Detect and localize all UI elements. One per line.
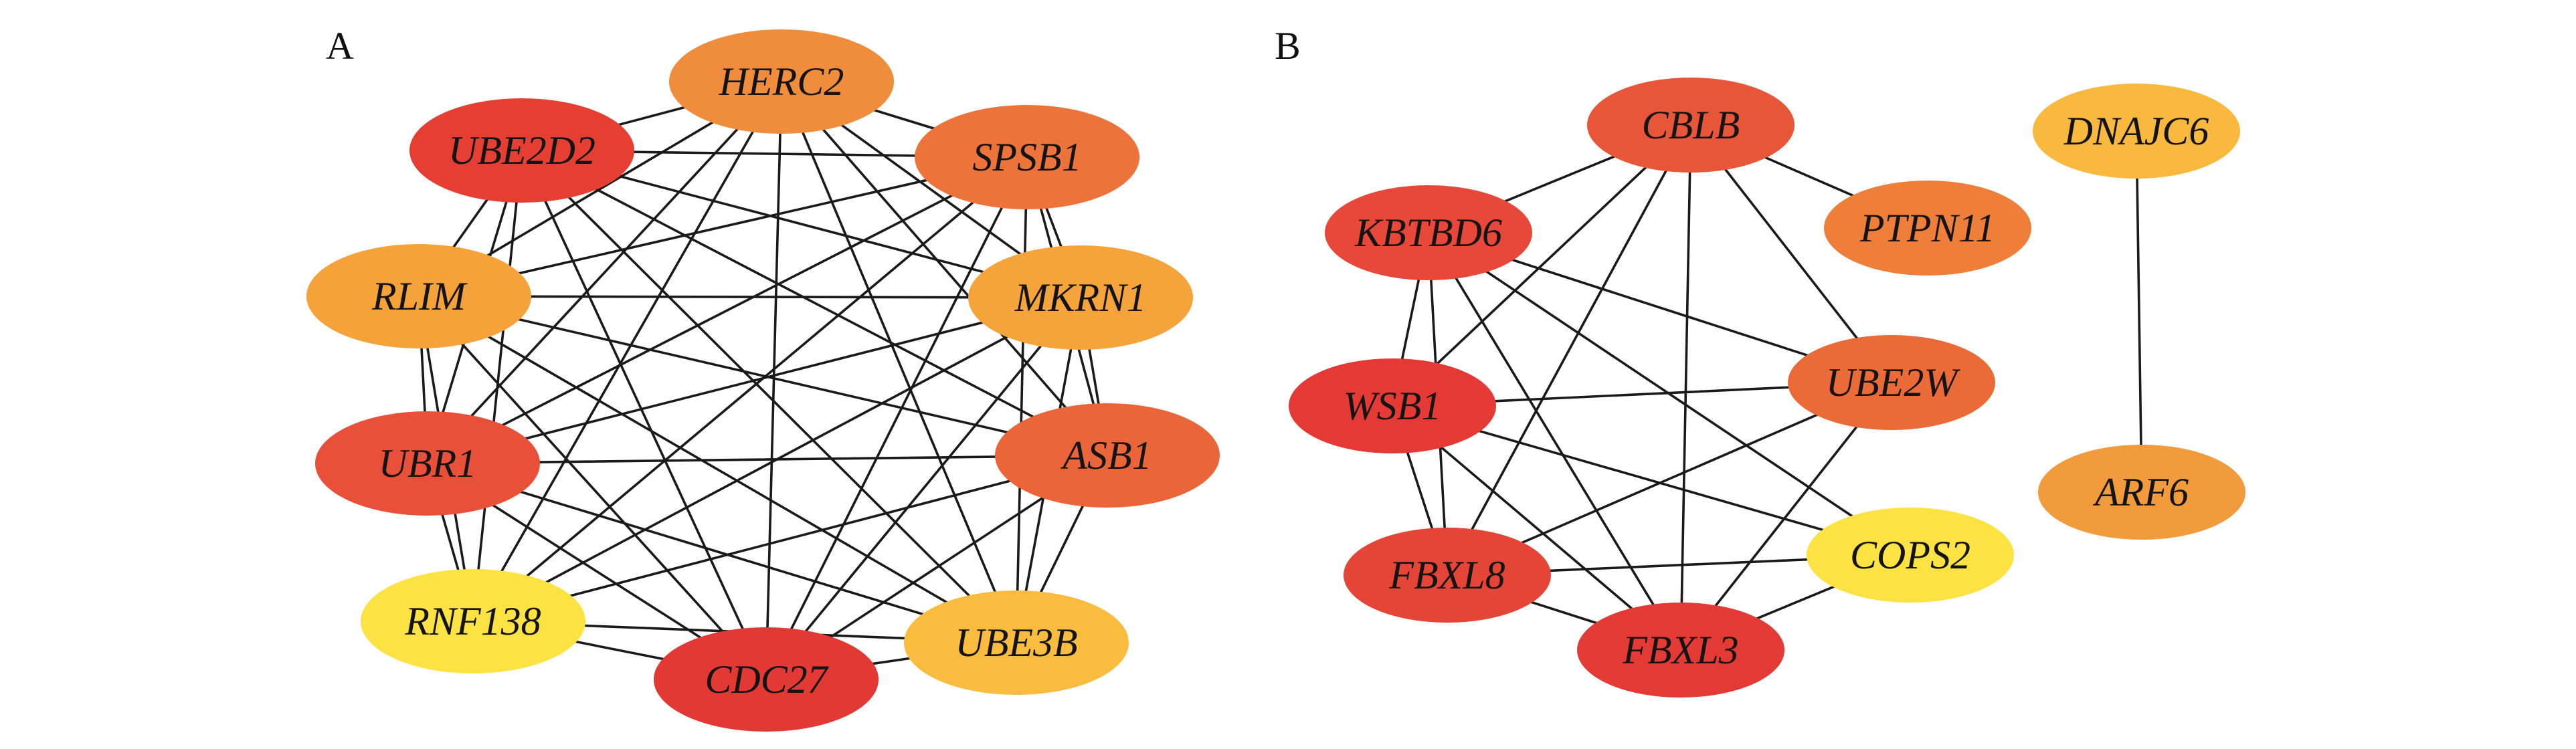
node-label: RLIM: [371, 274, 468, 318]
edge-ube2d2-rnf138: [472, 149, 523, 623]
node-ellipse: [1325, 185, 1532, 280]
node-fbxl3: FBXL3: [1577, 603, 1784, 698]
node-label: UBE2W: [1826, 360, 1961, 405]
edge-ubr1-ube3b: [426, 462, 1018, 644]
edge-rlim-cdc27: [418, 295, 767, 681]
node-rnf138: RNF138: [361, 569, 585, 673]
node-ellipse: [2033, 84, 2240, 179]
node-label: ASB1: [1060, 433, 1152, 477]
node-kbtbd6: KBTBD6: [1325, 185, 1532, 280]
node-cblb: CBLB: [1587, 78, 1795, 173]
node-label: MKRN1: [1014, 276, 1147, 320]
node-ube2w: UBE2W: [1788, 335, 1995, 430]
node-ellipse: [968, 245, 1193, 350]
node-ellipse: [1824, 181, 2031, 276]
node-ellipse: [654, 627, 879, 732]
edge-herc2-rnf138: [472, 80, 783, 623]
edge-ube2d2-ube3b: [521, 149, 1018, 644]
edge-spsb1-rnf138: [472, 156, 1028, 623]
node-label: SPSB1: [972, 135, 1081, 179]
node-ellipse: [1289, 358, 1496, 453]
node-label: CDC27: [705, 657, 829, 702]
node-mkrn1: MKRN1: [968, 245, 1193, 350]
edge-cblb-wsb1: [1391, 124, 1692, 407]
node-label: DNAJC6: [2063, 109, 2209, 153]
node-label: PTPN11: [1859, 206, 1995, 250]
node-cdc27: CDC27: [654, 627, 879, 732]
edge-ube2d2-asb1: [521, 149, 1109, 457]
node-ellipse: [915, 105, 1139, 209]
node-label: HERC2: [719, 60, 844, 104]
node-spsb1: SPSB1: [915, 105, 1139, 209]
node-ellipse: [2038, 445, 2245, 540]
edge-herc2-asb1: [780, 80, 1109, 457]
node-label: RNF138: [404, 599, 541, 643]
node-label: UBR1: [379, 441, 477, 486]
edge-mkrn1-ubr1: [426, 296, 1082, 465]
edge-cblb-fbxl8: [1446, 124, 1692, 576]
node-wsb1: WSB1: [1289, 358, 1496, 453]
node-ellipse: [306, 244, 531, 348]
node-ellipse: [409, 98, 634, 203]
edge-herc2-cdc27: [765, 80, 783, 681]
edge-asb1-rnf138: [472, 454, 1109, 623]
edge-spsb1-ubr1: [426, 156, 1028, 465]
edge-kbtbd6-fbxl3: [1427, 231, 1682, 651]
node-herc2: HERC2: [669, 29, 894, 134]
node-ellipse: [315, 411, 540, 516]
node-label: KBTBD6: [1354, 211, 1502, 255]
node-ellipse: [995, 403, 1220, 508]
node-ellipse: [1577, 603, 1784, 698]
node-ellipse: [904, 591, 1129, 695]
edge-ube2d2-cdc27: [521, 149, 767, 681]
node-label: FBXL8: [1388, 553, 1505, 597]
node-label: FBXL3: [1622, 628, 1738, 672]
node-label: ARF6: [2092, 470, 2189, 514]
node-ellipse: [1587, 78, 1795, 173]
edge-rlim-ube3b: [418, 295, 1018, 644]
node-label: COPS2: [1850, 533, 1970, 577]
edge-ubr1-asb1: [426, 454, 1109, 465]
node-ellipse: [361, 569, 585, 673]
edge-spsb1-rlim: [418, 156, 1028, 298]
node-label: WSB1: [1344, 384, 1442, 428]
edge-dnajc6-arf6: [2135, 130, 2143, 494]
edge-spsb1-ube3b: [1015, 156, 1028, 644]
node-ptpn11: PTPN11: [1824, 181, 2031, 276]
node-ellipse: [1807, 508, 2014, 603]
node-label: UBE2D2: [448, 128, 595, 173]
node-ube2d2: UBE2D2: [409, 98, 634, 203]
node-fbxl8: FBXL8: [1344, 528, 1551, 623]
node-label: UBE3B: [955, 621, 1077, 665]
edge-cblb-fbxl3: [1679, 124, 1692, 651]
edge-mkrn1-cdc27: [765, 296, 1082, 681]
node-dnajc6: DNAJC6: [2033, 84, 2240, 179]
node-ube3b: UBE3B: [904, 591, 1129, 695]
edge-herc2-ube3b: [780, 80, 1018, 644]
node-rlim: RLIM: [306, 244, 531, 348]
node-ellipse: [669, 29, 894, 134]
node-cops2: COPS2: [1807, 508, 2014, 603]
panel-label-a: A: [326, 24, 354, 68]
node-ubr1: UBR1: [315, 411, 540, 516]
node-asb1: ASB1: [995, 403, 1220, 508]
edge-rlim-asb1: [418, 295, 1109, 457]
edge-herc2-ubr1: [426, 80, 783, 465]
edge-spsb1-cdc27: [765, 156, 1028, 681]
node-ellipse: [1344, 528, 1551, 623]
node-arf6: ARF6: [2038, 445, 2245, 540]
panel-label-b: B: [1275, 24, 1301, 68]
node-label: CBLB: [1642, 103, 1740, 147]
node-ellipse: [1788, 335, 1995, 430]
